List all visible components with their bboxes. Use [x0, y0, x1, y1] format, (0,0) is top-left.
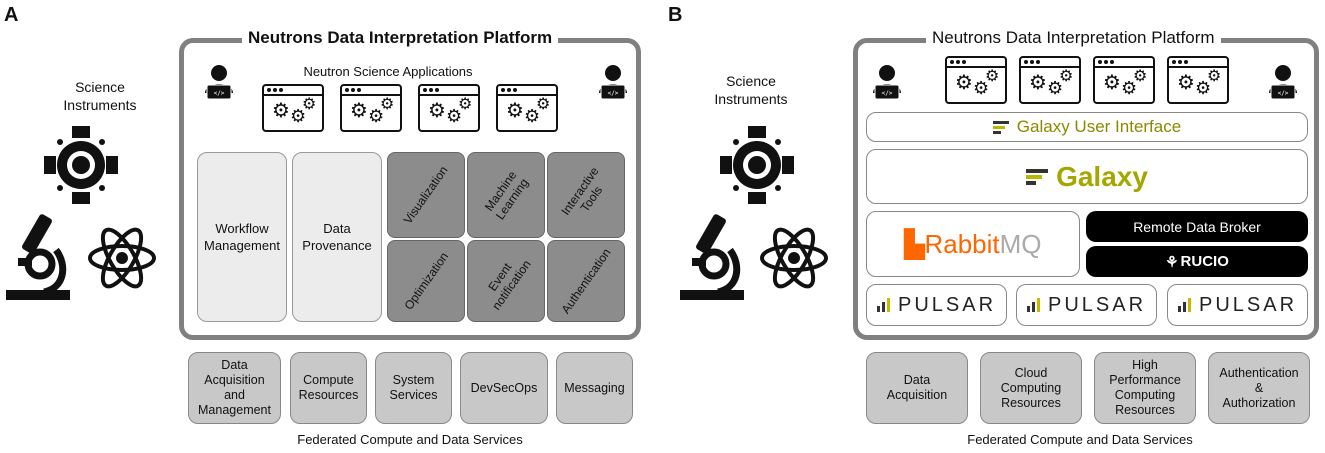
app-window-gears-icon: ⚙⚙⚙ — [496, 84, 558, 132]
workflow-management-module: Workflow Management — [197, 152, 287, 322]
puzzle-interactive-tools: Interactive Tools — [547, 152, 625, 238]
atom-icon — [88, 227, 156, 289]
service-compute-resources: Compute Resources — [290, 352, 367, 424]
person-coding-icon: </> — [873, 65, 901, 100]
svg-text:</>: </> — [608, 90, 619, 97]
app-window-gears-icon: ⚙⚙⚙ — [1167, 56, 1229, 104]
pulsar-logo-icon — [1177, 298, 1191, 312]
neutron-source-icon — [720, 126, 794, 204]
person-coding-icon: </> — [599, 65, 627, 100]
galaxy-box: Galaxy — [866, 149, 1308, 204]
app-window-gears-icon: ⚙⚙⚙ — [1019, 56, 1081, 104]
pulsar-box-2: PULSAR — [1016, 284, 1157, 326]
puzzle-optimization: Optimization — [387, 240, 465, 322]
atom-icon — [760, 227, 828, 289]
footer-b: Federated Compute and Data Services — [967, 432, 1193, 447]
galaxy-label: Galaxy — [1056, 160, 1148, 192]
app-window-gears-icon: ⚙⚙⚙ — [1093, 56, 1155, 104]
svg-text:</>: </> — [1278, 90, 1289, 97]
platform-title-b: Neutrons Data Interpretation Platform — [926, 28, 1221, 48]
puzzle-visualization: Visualization — [387, 152, 465, 238]
service-hpc: High Performance Computing Resources — [1094, 352, 1196, 424]
puzzle-machine-learning: Machine Learning — [467, 152, 545, 238]
rucio-label: RUCIO — [1180, 253, 1229, 270]
apps-title: Neutron Science Applications — [303, 64, 473, 79]
galaxy-user-interface: Galaxy User Interface — [866, 112, 1308, 142]
puzzle-event-notification: Event notification — [467, 240, 545, 322]
rucio-box: ⚘RUCIO — [1086, 246, 1308, 277]
microscope-icon — [6, 214, 70, 300]
platform-title-a: Neutrons Data Interpretation Platform — [242, 28, 559, 48]
svg-text:</>: </> — [214, 90, 225, 97]
galaxy-logo-icon — [1026, 168, 1049, 185]
rabbitmq-logo: ▙RabbitMQ — [904, 228, 1042, 259]
puzzle-authentication: Authentication — [547, 240, 625, 322]
service-messaging: Messaging — [556, 352, 633, 424]
app-window-gears-icon: ⚙⚙⚙ — [945, 56, 1007, 104]
service-data-acquisition-management: Data Acquisition and Management — [188, 352, 281, 424]
pulsar-logo-icon — [876, 298, 890, 312]
science-instruments-label-b: Science Instruments — [714, 73, 788, 107]
rabbitmq-box: ▙RabbitMQ — [866, 211, 1080, 277]
rucio-logo-icon: ⚘ — [1165, 253, 1179, 271]
panel-b-letter: B — [668, 4, 683, 26]
service-system-services: System Services — [375, 352, 452, 424]
neutron-source-icon — [44, 126, 118, 204]
science-instruments-label-a: Science Instruments — [63, 79, 137, 113]
microscope-icon — [680, 214, 744, 300]
service-cloud-computing: Cloud Computing Resources — [980, 352, 1082, 424]
service-authentication-authorization: Authentication & Authorization — [1208, 352, 1310, 424]
data-provenance-module: Data Provenance — [292, 152, 382, 322]
person-coding-icon: </> — [1269, 65, 1297, 100]
remote-data-broker: Remote Data Broker — [1086, 211, 1308, 242]
pulsar-box-3: PULSAR — [1167, 284, 1308, 326]
galaxy-ui-label: Galaxy User Interface — [1016, 117, 1182, 136]
service-devsecops: DevSecOps — [460, 352, 548, 424]
svg-text:</>: </> — [882, 90, 893, 97]
app-window-gears-icon: ⚙⚙⚙ — [418, 84, 480, 132]
app-window-gears-icon: ⚙⚙⚙ — [262, 84, 324, 132]
pulsar-logo-icon — [1026, 298, 1040, 312]
person-coding-icon: </> — [205, 65, 233, 100]
service-data-acquisition: Data Acquisition — [866, 352, 968, 424]
app-window-gears-icon: ⚙⚙⚙ — [340, 84, 402, 132]
galaxy-logo-icon — [992, 120, 1009, 134]
panel-a-letter: A — [4, 4, 19, 26]
pulsar-box-1: PULSAR — [866, 284, 1007, 326]
footer-a: Federated Compute and Data Services — [297, 432, 523, 447]
